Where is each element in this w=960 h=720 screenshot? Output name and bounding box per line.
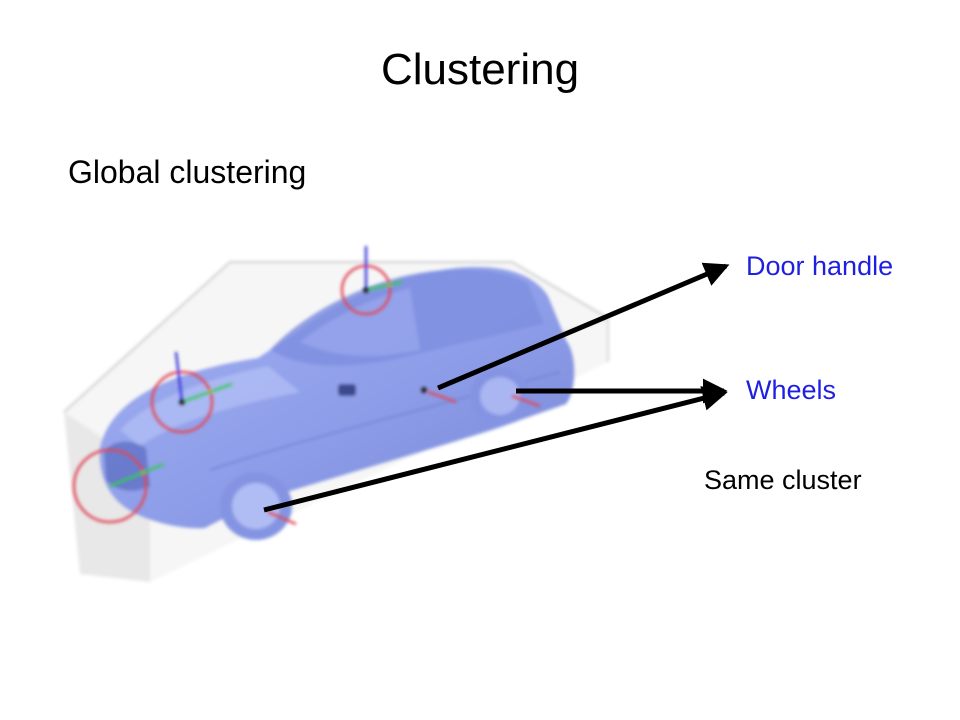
slide-title: Clustering — [380, 45, 580, 94]
feature-frame-hood — [150, 351, 233, 434]
feature-frame-front — [72, 448, 165, 524]
slide-subtitle: Global clustering — [68, 154, 307, 190]
feature-markers — [267, 387, 541, 526]
arrow-to-door-handle — [437, 262, 730, 391]
car-3d-model — [99, 267, 575, 540]
label-wheels: Wheels — [746, 375, 837, 405]
feature-frame-roof — [340, 246, 403, 316]
label-same-cluster: Same cluster — [704, 465, 862, 495]
arrow-front-wheel-to-wheels — [263, 386, 728, 513]
label-door-handle: Door handle — [746, 251, 894, 281]
